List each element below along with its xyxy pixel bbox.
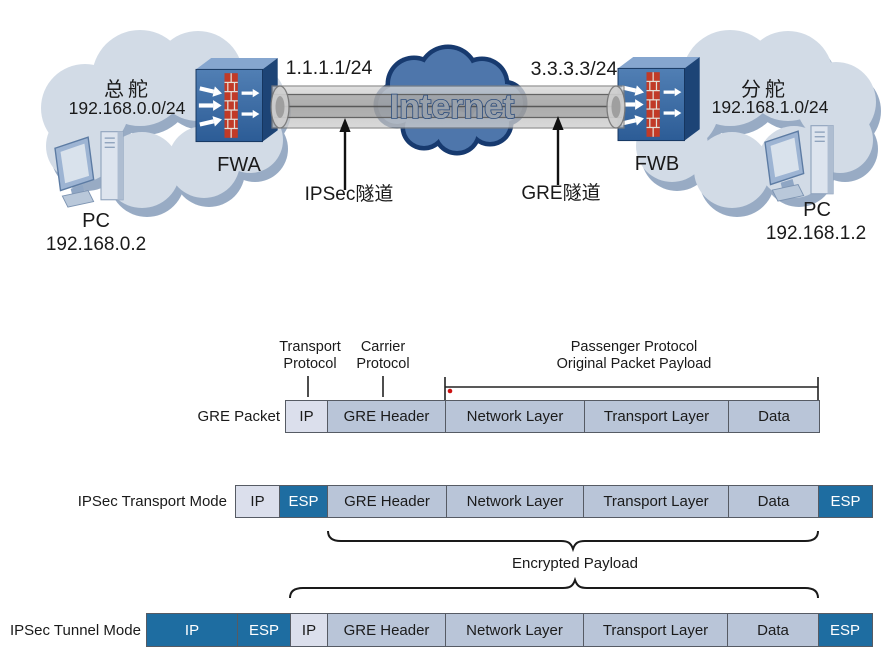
packet-cell: IP: [146, 613, 238, 647]
pc-right-ip: 192.168.1.2: [765, 223, 867, 244]
passenger-protocol-bracket: [444, 377, 819, 400]
transport-protocol-annotation: Transport Protocol: [279, 339, 341, 372]
fwa-label: FWA: [217, 154, 261, 176]
packet-cell: ESP: [817, 613, 873, 647]
gre-tunnel-label: GRE隧道: [521, 183, 601, 204]
right-site-name: 分舵: [741, 79, 789, 101]
fwb-label: FWB: [634, 153, 680, 175]
right-site-subnet: 192.168.1.0/24: [711, 97, 829, 117]
fwb-wan-ip: 3.3.3.3/24: [530, 58, 618, 80]
fwa-wan-ip: 1.1.1.1/24: [285, 57, 373, 79]
packet-cell: Network Layer: [445, 400, 585, 433]
firewall-fwb-icon: [618, 57, 700, 141]
packet-cell: Data: [727, 613, 819, 647]
gre-tunnel-arrow: [552, 116, 564, 185]
packet-cell: Data: [728, 400, 820, 433]
tunnel-pipe: [270, 85, 626, 129]
ipsec-tunnel-arrow: [339, 118, 351, 190]
packet-cell: ESP: [278, 485, 329, 518]
pc-left-ip: 192.168.0.2: [45, 234, 147, 255]
packet-cell: ESP: [236, 613, 292, 647]
packet-cell: GRE Header: [326, 400, 447, 433]
left-site-name: 总舵: [104, 79, 152, 101]
packet-cell: GRE Header: [326, 613, 447, 647]
packet-cell: Transport Layer: [583, 485, 729, 518]
packet-cell: Transport Layer: [582, 613, 729, 647]
left-site-subnet: 192.168.0.0/24: [68, 98, 186, 118]
gre-packet-row-label: GRE Packet: [197, 408, 280, 425]
passenger-protocol-annotation: Passenger Protocol Original Packet Paylo…: [556, 339, 712, 372]
encrypted-payload-label: Encrypted Payload: [512, 555, 638, 572]
carrier-protocol-annotation: Carrier Protocol: [356, 339, 410, 372]
packet-cell: IP: [285, 400, 328, 433]
firewall-fwa-icon: [196, 58, 278, 142]
ipsec-tunnel-label: IPSec隧道: [304, 184, 394, 205]
gre-packet-row: IP GRE Header Network Layer Transport La…: [285, 400, 820, 433]
pc-right-label: PC: [803, 199, 831, 221]
packet-cell: ESP: [818, 485, 873, 518]
packet-cell: Network Layer: [445, 485, 585, 518]
encrypted-payload-overbrace: [289, 576, 819, 599]
packet-cell: GRE Header: [327, 485, 447, 518]
internet-label: Internet: [390, 88, 515, 126]
encrypted-payload-underbrace: [327, 530, 819, 553]
packet-cell: Data: [727, 485, 820, 518]
packet-cell: Transport Layer: [583, 400, 730, 433]
ipsec-transport-row: IP ESP GRE Header Network Layer Transpor…: [235, 485, 873, 518]
ipsec-transport-row-label: IPSec Transport Mode: [77, 493, 227, 510]
topology-canvas: Internet: [41, 30, 881, 217]
ipsec-tunnel-row: IP ESP IP GRE Header Network Layer Trans…: [146, 613, 873, 647]
red-dot-marker: [447, 388, 453, 394]
ipsec-tunnel-row-label: IPSec Tunnel Mode: [10, 622, 141, 639]
packet-cell: IP: [235, 485, 280, 518]
packet-cell: IP: [290, 613, 328, 647]
packet-cell: Network Layer: [445, 613, 584, 647]
pc-left-label: PC: [82, 210, 110, 232]
